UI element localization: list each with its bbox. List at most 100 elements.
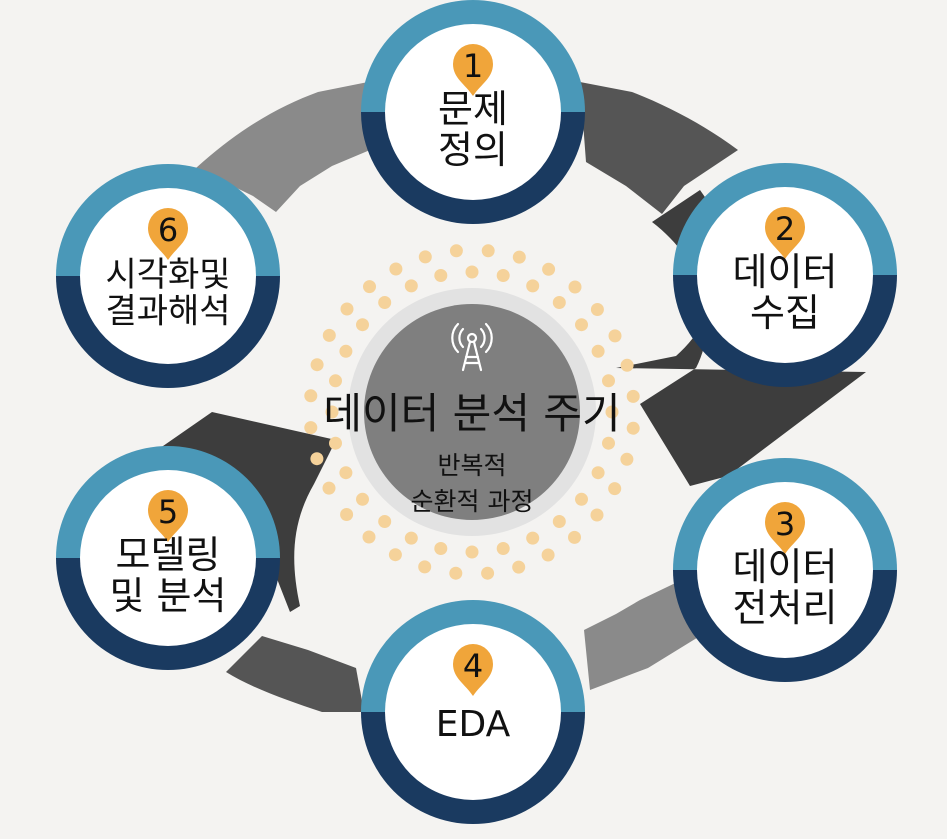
halo-dot — [404, 531, 418, 545]
halo-dot — [378, 515, 392, 528]
halo-dot — [575, 318, 588, 332]
halo-dot — [389, 262, 403, 276]
step-label-line: 데이터 — [733, 545, 838, 589]
step-number: 5 — [158, 493, 178, 531]
halo-dot — [620, 452, 634, 466]
halo-dot — [310, 452, 324, 466]
halo-dot — [418, 560, 432, 574]
halo-dot — [310, 358, 324, 372]
halo-dot — [339, 344, 353, 358]
halo-dot — [465, 265, 479, 279]
step-number-badge — [453, 644, 493, 696]
halo-dot — [568, 530, 581, 544]
step-disc — [80, 470, 256, 646]
halo-dot — [465, 545, 479, 559]
step-label-line: 수집 — [750, 291, 820, 335]
halo-dot — [626, 389, 640, 403]
step-label-line: 모델링 — [116, 533, 221, 577]
arrow-segment-4-5 — [226, 636, 364, 712]
halo-dot — [322, 481, 336, 495]
antenna-tower-icon — [451, 322, 493, 372]
halo-dot — [434, 542, 448, 555]
halo-dot — [404, 279, 418, 293]
step-number: 6 — [158, 211, 178, 249]
halo-dot — [568, 280, 582, 294]
halo-dot — [626, 421, 640, 435]
arrow-segment-1-2 — [580, 82, 738, 214]
halo-dot — [590, 508, 604, 522]
halo-dot — [356, 492, 369, 506]
step-number-badge — [765, 502, 805, 554]
halo-dot — [362, 530, 376, 544]
center-subtitle-line2: 순환적 과정 — [411, 487, 534, 516]
halo-dot — [304, 421, 318, 435]
step-number-badge — [765, 207, 805, 259]
dotted-halo — [304, 244, 640, 580]
halo-dot — [481, 566, 495, 580]
halo-dot — [339, 466, 353, 480]
center-subtitle-line1: 반복적 — [437, 451, 506, 480]
step-number-badge — [148, 208, 188, 260]
halo-dot — [304, 389, 318, 403]
halo-dot — [418, 250, 432, 264]
halo-dot — [512, 560, 526, 574]
step-number: 1 — [463, 47, 483, 85]
step-disc — [697, 187, 873, 363]
halo-dot — [542, 262, 556, 276]
halo-dot — [496, 542, 510, 555]
step-label-line: 전처리 — [733, 586, 838, 630]
step-label-line: 결과해석 — [105, 292, 230, 332]
step-number: 2 — [775, 210, 795, 248]
halo-dot — [526, 531, 540, 545]
step-label-line: EDA — [436, 704, 511, 745]
halo-dot — [481, 244, 495, 258]
arrow-segment-2-3 — [616, 190, 866, 486]
halo-dot — [591, 466, 605, 480]
step-disc — [385, 624, 561, 800]
halo-dot — [591, 344, 605, 358]
center-hub: 데이터 분석 주기 반복적 순환적 과정 — [323, 288, 621, 536]
halo-dot — [449, 566, 463, 580]
halo-dot — [340, 508, 354, 521]
halo-dot — [608, 329, 622, 343]
halo-dot — [608, 482, 622, 496]
center-hub-inner — [364, 304, 580, 520]
step-label-line: 및 분석 — [110, 574, 227, 618]
halo-dot — [322, 328, 336, 342]
halo-dot — [340, 302, 354, 316]
halo-dot — [325, 405, 339, 419]
halo-dot — [552, 515, 566, 528]
halo-dot — [575, 492, 588, 506]
center-title: 데이터 분석 주기 — [323, 389, 620, 438]
halo-dot — [363, 280, 376, 294]
halo-dot — [541, 548, 555, 562]
halo-dot — [590, 303, 604, 316]
halo-dot — [378, 296, 392, 309]
halo-dot — [620, 358, 634, 372]
step-number-badge — [148, 490, 188, 542]
step-label-line: 시각화및 — [105, 255, 230, 295]
halo-dot — [329, 436, 342, 450]
step-disc — [80, 188, 256, 364]
step-disc — [697, 482, 873, 658]
step-number: 3 — [775, 505, 795, 543]
halo-dot — [356, 318, 369, 332]
halo-dot — [526, 279, 540, 293]
halo-dot — [329, 374, 342, 388]
step-label-line: 데이터 — [733, 250, 838, 294]
halo-dot — [552, 296, 566, 309]
halo-dot — [496, 269, 510, 282]
arrow-segment-6-1 — [196, 82, 370, 212]
step-number: 4 — [463, 647, 483, 685]
halo-dot — [602, 374, 615, 388]
halo-dot — [388, 548, 402, 562]
halo-dot — [605, 405, 619, 419]
